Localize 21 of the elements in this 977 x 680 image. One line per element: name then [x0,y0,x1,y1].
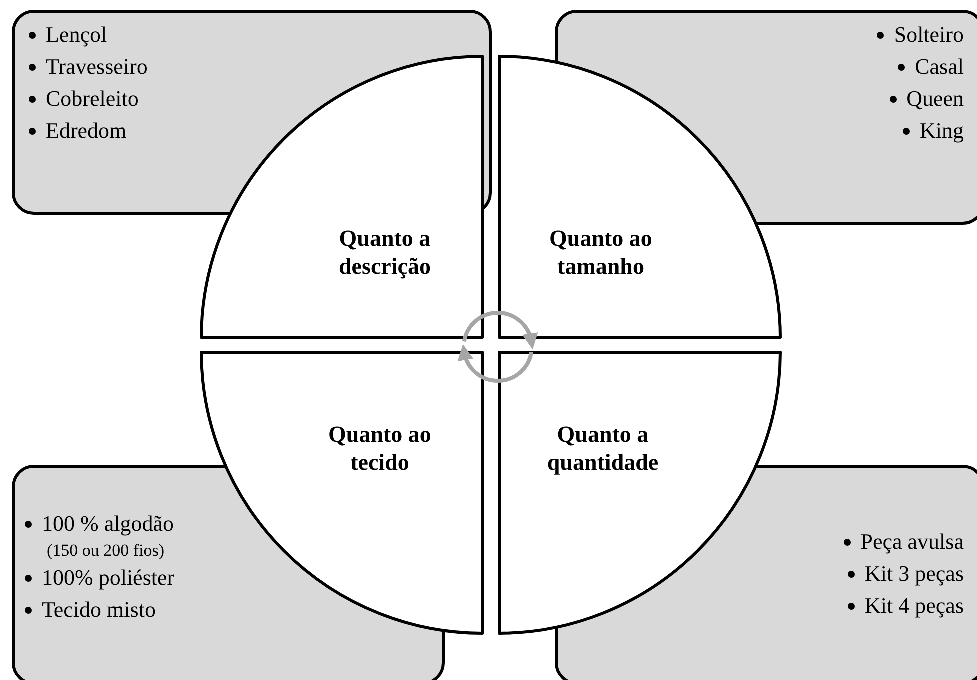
cycle-arrow [462,311,538,350]
list-item: Lençol [46,21,108,49]
list-item: Kit 4 peças [865,592,964,620]
segment-heading: Quanto a quantidade [546,421,660,477]
list-item: King [920,117,964,145]
list-item: Kit 3 peças [865,560,964,588]
segment-heading: Quanto ao tecido [328,421,432,477]
segment-heading: Quanto ao tamanho [548,225,654,281]
segment-heading: Quanto a descrição [338,225,432,281]
list-item: Cobreleito [46,85,139,113]
list-item: Edredom [46,117,127,145]
list-item: Solteiro [894,21,964,49]
list-note: (150 ou 200 fios) [47,540,165,562]
list-item: Travesseiro [46,53,148,81]
list-item: Tecido misto [42,596,156,624]
list-item: Queen [906,85,964,113]
list-item: Casal [915,53,964,81]
list-item: 100 % algodão [42,510,174,538]
list-item: 100% poliéster [42,564,175,592]
cycle-arrow [458,344,534,383]
list-item: Peça avulsa [860,528,964,556]
